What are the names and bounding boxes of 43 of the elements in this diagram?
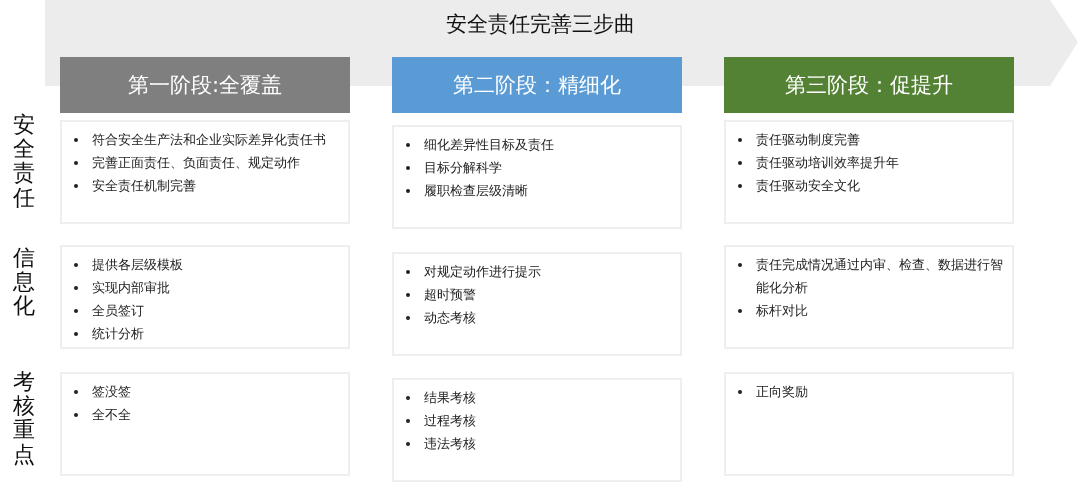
content-card [392, 252, 682, 356]
bullet-text: 责任驱动制度完善 [756, 132, 860, 147]
bullet-text: 符合安全生产法和企业实际差异化责任书 [92, 132, 326, 147]
bullet-text: 超时预警 [424, 287, 476, 302]
bullet-text: 完善正面责任、负面责任、规定动作 [92, 155, 300, 170]
bullet-text: 签没签 [92, 384, 131, 399]
bullet-text: 过程考核 [424, 413, 476, 428]
content-card [60, 245, 350, 349]
stage-title: 第三阶段：促提升 [785, 72, 953, 99]
content-card [724, 372, 1014, 476]
bullet-text: 细化差异性目标及责任 [424, 137, 554, 152]
bullet-text: 责任驱动培训效率提升年 [756, 155, 899, 170]
bullet-text: 统计分析 [92, 326, 144, 341]
bullet-text: 动态考核 [424, 310, 476, 325]
content-card [724, 120, 1014, 224]
title: 安全责任完善三步曲 [445, 11, 635, 38]
stage-title: 第一阶段:全覆盖 [127, 72, 283, 99]
bullet-text: 安全责任机制完善 [92, 178, 196, 193]
content-card [392, 378, 682, 482]
stage-header [392, 57, 682, 113]
bullet-text: 目标分解科学 [424, 160, 502, 175]
row-label: 信息化 [13, 246, 35, 319]
row-label: 安全责任 [13, 113, 35, 210]
bullet-text: 标杆对比 [756, 303, 808, 318]
content-card [60, 372, 350, 476]
bullet-text: 对规定动作进行提示 [424, 264, 541, 279]
bullet-text: 全员签订 [92, 303, 144, 318]
content-card [724, 245, 1014, 349]
bullet-text: 结果考核 [424, 390, 476, 405]
bullet-text: 履职检查层级清晰 [424, 183, 528, 198]
row-label: 考核重点 [13, 370, 35, 467]
stage-header [60, 57, 350, 113]
bullet-text: 违法考核 [424, 436, 476, 451]
bullet-text: 责任完成情况通过内审、检查、数据进行智能化分析 [756, 257, 1003, 295]
bullet-text: 提供各层级模板 [92, 257, 183, 272]
bullet-text: 实现内部审批 [92, 280, 170, 295]
bullet-text: 全不全 [92, 407, 131, 422]
stage-header [724, 57, 1014, 113]
content-card [392, 125, 682, 229]
bullet-text: 正向奖励 [756, 384, 808, 399]
stage-title: 第二阶段：精细化 [453, 72, 621, 99]
content-card [60, 120, 350, 224]
bullet-text: 责任驱动安全文化 [756, 178, 860, 193]
